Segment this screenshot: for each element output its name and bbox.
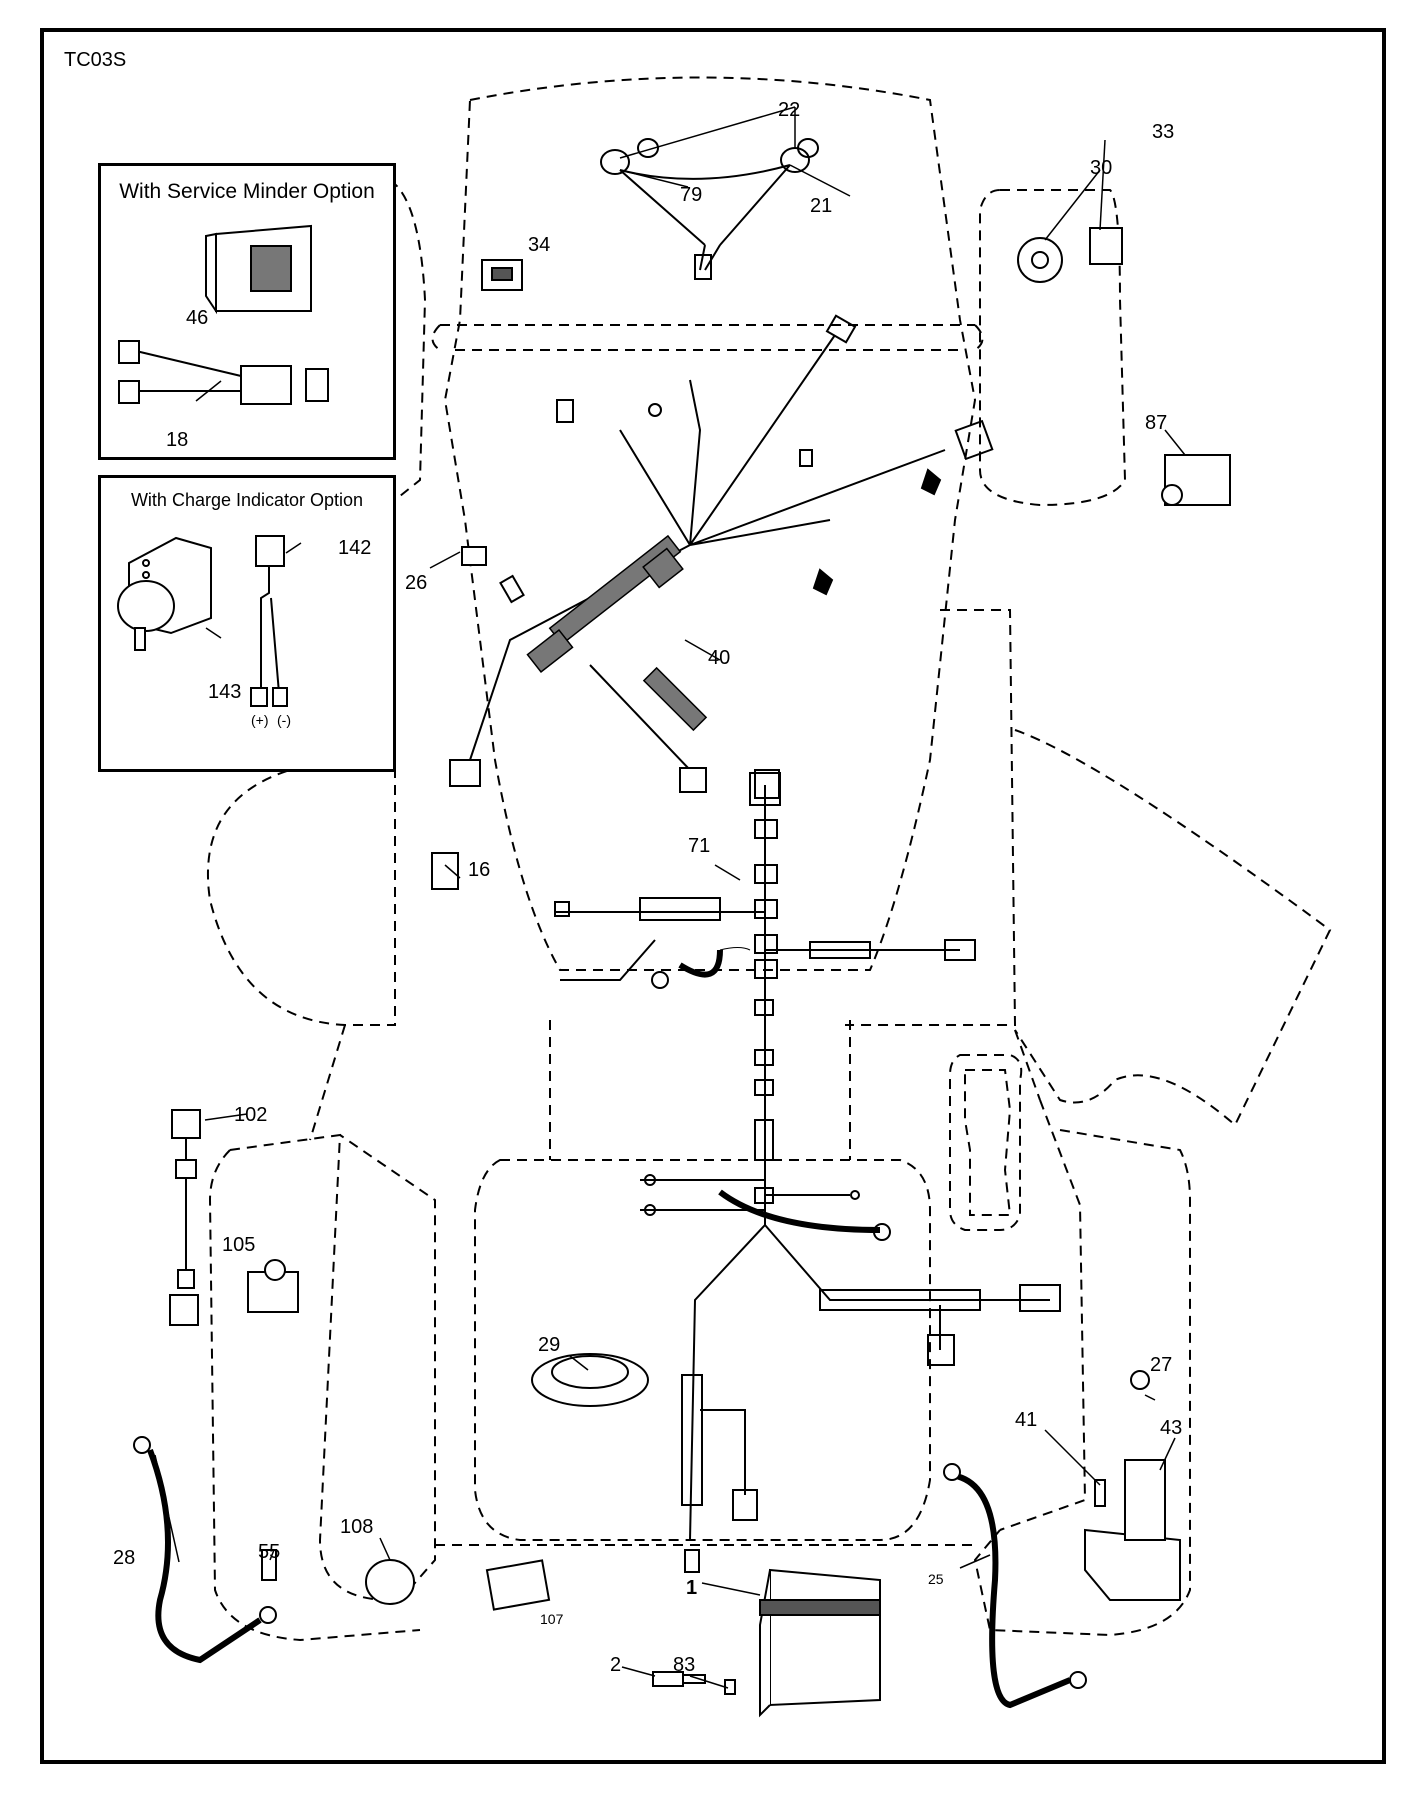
dash-panel-outline: [431, 324, 984, 351]
callout-83: 83: [673, 1654, 696, 1676]
callout-18: 18: [166, 429, 189, 451]
callout-40: 40: [708, 647, 731, 669]
callout-34: 34: [528, 234, 551, 256]
callout-33: 33: [1152, 121, 1175, 143]
part-28-ring-top: [133, 1436, 151, 1454]
callout-108: 108: [340, 1516, 374, 1538]
part-55-bolt: [261, 1549, 277, 1581]
charge-indicator-parts: [117, 535, 302, 707]
part-27-nut: [1130, 1370, 1150, 1390]
right-wing-outline: [1014, 729, 1332, 1127]
part-105-solenoid: [247, 1259, 299, 1313]
part-16-switch: [431, 852, 459, 890]
hood-outline: [443, 76, 977, 971]
service-minder-title: With Service Minder Option: [119, 180, 375, 203]
callout-102: 102: [234, 1104, 268, 1126]
part-25-ring-top: [943, 1463, 961, 1481]
charge-indicator-inset: With Charge Indicator Option (+) (-): [98, 475, 396, 772]
part-142-harness: [250, 535, 288, 707]
part-28-ring-bottom: [259, 1606, 277, 1624]
part-2-bolt: [652, 1671, 706, 1687]
part-1-battery: [759, 1568, 881, 1718]
callout-21: 21: [810, 195, 833, 217]
leader-lines: [154, 106, 1186, 1689]
callout-27: 27: [1150, 1354, 1173, 1376]
callout-22: 22: [778, 99, 801, 121]
seat-area-outline: [474, 1159, 931, 1541]
callout-25: 25: [928, 1571, 944, 1587]
part-102-harness: [169, 1109, 201, 1326]
callout-41: 41: [1015, 1409, 1038, 1431]
fuel-tank-outline: [949, 1054, 1023, 1231]
callout-143: 143: [208, 681, 242, 703]
part-28-cable: [147, 1448, 262, 1664]
part-87-relay: [1161, 454, 1231, 506]
part-43-solenoid: [1084, 1459, 1181, 1601]
part-34-switch: [481, 259, 523, 291]
connector-40-left: [449, 759, 481, 787]
callout-55: 55: [258, 1541, 281, 1563]
part-33-key: [1089, 227, 1123, 265]
callout-28: 28: [113, 1547, 136, 1569]
part-41-screw: [1094, 1479, 1106, 1507]
part-29-grommet: [531, 1353, 649, 1407]
callout-105: 105: [222, 1234, 256, 1256]
callout-142: 142: [338, 537, 372, 559]
part-18-harness: [118, 340, 329, 405]
callout-16: 16: [468, 859, 491, 881]
diagram-frame: [40, 28, 1386, 1764]
right-rear-outline: [973, 1129, 1191, 1637]
callout-26: 26: [405, 572, 428, 594]
left-rear-outline: [229, 1133, 436, 1601]
part-25-cable: [949, 1472, 1072, 1709]
rear-harness-71: [554, 769, 1061, 1573]
callout-71: 71: [688, 835, 711, 857]
part-30-ignition: [1017, 237, 1063, 283]
headlights-harness: [600, 138, 819, 280]
harness-sleeves: [526, 534, 708, 732]
main-harness-40: [469, 314, 994, 771]
terminal-plus-label: (+): [251, 712, 269, 728]
service-minder-parts: [118, 224, 329, 405]
left-fender-outline: [206, 615, 396, 1026]
charge-indicator-title: With Charge Indicator Option: [130, 490, 364, 510]
part-108-horn: [365, 1559, 415, 1605]
callout-1: 1: [686, 1577, 698, 1599]
callout-30: 30: [1090, 157, 1113, 179]
callout-87: 87: [1145, 412, 1168, 434]
callout-79: 79: [680, 184, 703, 206]
service-minder-inset: With Service Minder Option: [98, 163, 396, 460]
fuel-tank-inner: [964, 1069, 1012, 1216]
callout-107: 107: [540, 1611, 564, 1627]
right-inner-outline: [999, 1099, 1087, 1531]
callout-43: 43: [1160, 1417, 1183, 1439]
chassis-outline: [309, 1020, 1041, 1160]
left-outer-outline: [208, 1149, 421, 1642]
callout-46: 46: [186, 307, 209, 329]
right-fender-outline: [845, 609, 1017, 1026]
connector-40-right: [679, 767, 707, 793]
part-46-screen: [250, 245, 292, 292]
left-pod-outline: [389, 179, 427, 501]
terminal-minus-label: (-): [277, 712, 291, 728]
part-107-module: [485, 1559, 551, 1611]
callout-29: 29: [538, 1334, 561, 1356]
drawing-code: TC03S: [64, 49, 127, 71]
part-25-ring-bottom: [1069, 1671, 1087, 1689]
callout-2: 2: [610, 1654, 622, 1676]
part-26-fuse: [461, 546, 487, 566]
